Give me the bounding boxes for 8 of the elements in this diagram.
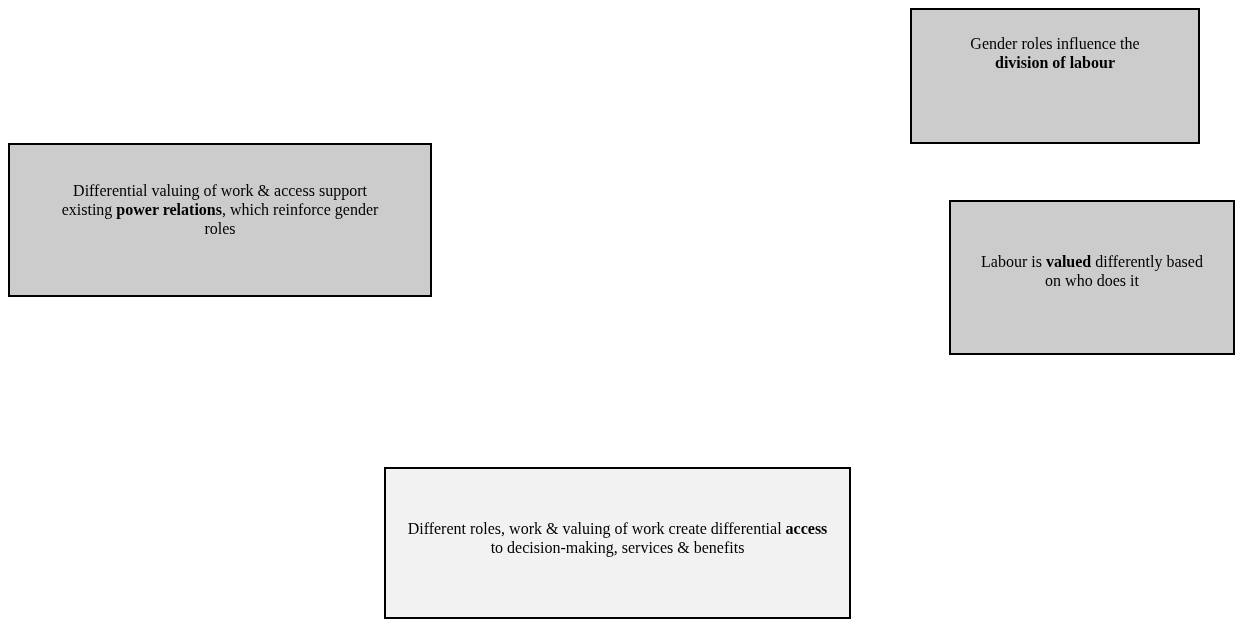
text-box	[949, 200, 1235, 355]
box-text: Different roles, work & valuing of work create differential access to decision-making, services & benefits	[407, 519, 828, 557]
text-box	[384, 467, 851, 619]
box-text: Labour is valued differently based on who does it	[980, 252, 1204, 290]
box-text: Gender roles influence the division of labour	[969, 34, 1141, 72]
text-box	[910, 8, 1200, 144]
text-box	[8, 143, 432, 297]
box-text: Differential valuing of work & access support existing power relations, which reinforce gender roles	[60, 181, 380, 238]
